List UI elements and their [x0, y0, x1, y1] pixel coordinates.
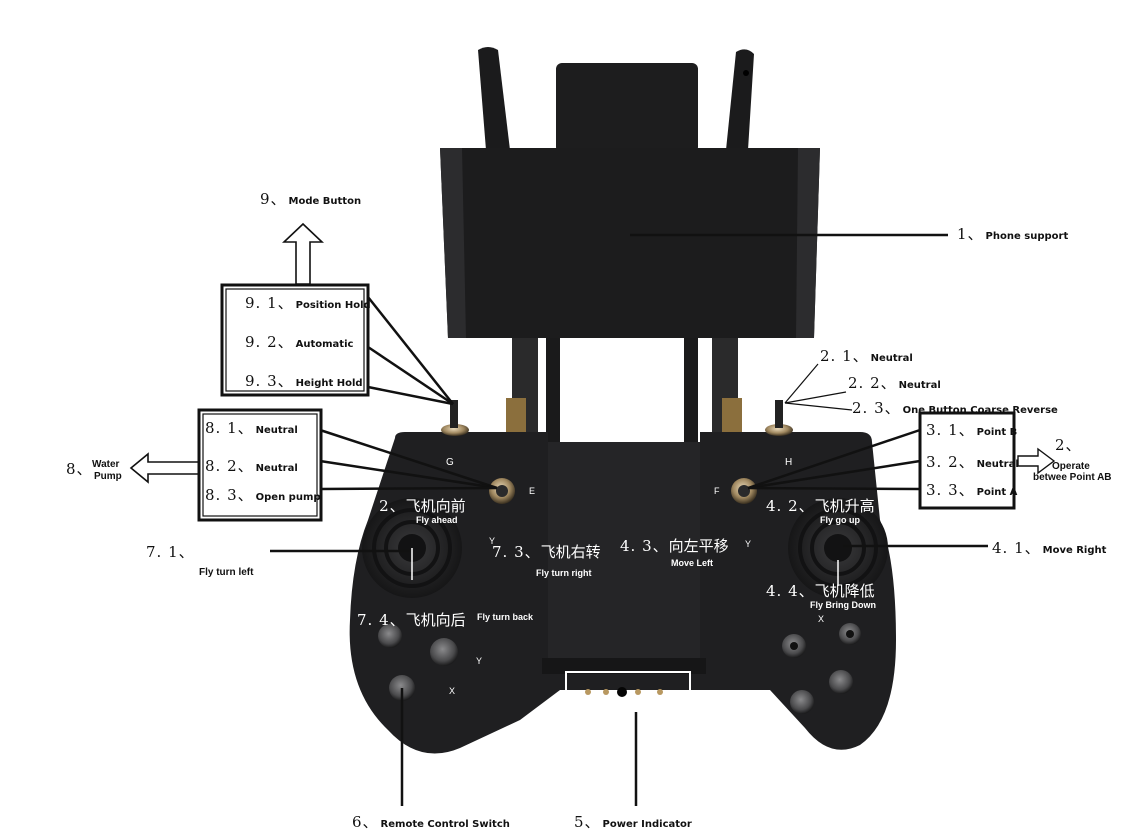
- phone-holder: [440, 148, 820, 338]
- label-open-pump-8-3: 8. 3、Open pump: [205, 486, 321, 504]
- leader-lines: [270, 233, 988, 806]
- dial-e: [489, 478, 515, 504]
- left-antenna: [478, 47, 510, 150]
- label-turn-left-num: 7. 1、: [146, 543, 195, 561]
- mark-e: E: [529, 486, 536, 496]
- label-position-hold: 9. 1、Position Hold: [245, 294, 371, 312]
- label-ab-line1: Operate: [1052, 461, 1090, 472]
- controller-body: [349, 432, 896, 754]
- dial-f: [731, 478, 757, 504]
- leader-lines-thin: [784, 363, 853, 411]
- label-neutral-3-2: 3. 2、Neutral: [926, 453, 1019, 471]
- label-fly-down-en: Fly Bring Down: [810, 600, 876, 610]
- mark-f: F: [714, 486, 720, 496]
- label-water-pump-num: 8、: [66, 460, 93, 478]
- label-neutral-2-2: 2. 2、Neutral: [848, 374, 941, 392]
- label-fly-go-up-en: Fly go up: [820, 515, 860, 525]
- label-fly-ahead-7-2: 7. 2、飞机向前: [357, 497, 466, 515]
- left-top-switch: [441, 400, 469, 436]
- mark-g: G: [446, 457, 454, 468]
- label-coarse-reverse-2-3: 2. 3、One Button Coarse Reverse: [852, 399, 1058, 417]
- label-neutral-8-1: 8. 1、Neutral: [205, 419, 298, 437]
- label-mode-button: 9、Mode Button: [260, 190, 362, 208]
- right-top-switch: [765, 400, 793, 436]
- label-ab-num: 2、: [1055, 436, 1082, 454]
- label-water-pump-line1: Water: [92, 459, 120, 470]
- label-fly-back-7-4: 7. 4、飞机向后: [357, 611, 466, 629]
- arrow-up-icon: [281, 222, 325, 285]
- label-turn-left-en: Fly turn left: [199, 567, 254, 578]
- label-power-indicator: 5、Power Indicator: [574, 813, 692, 831]
- mark-y2: Y: [745, 539, 752, 549]
- label-fly-turn-right-en: Fly turn right: [536, 568, 592, 578]
- label-phone-support: 1、Phone support: [957, 225, 1069, 243]
- label-ab-line2: betwee Point AB: [1033, 472, 1112, 483]
- power-led-row: [585, 687, 663, 697]
- label-move-left-4-3: 4. 3、向左平移: [620, 537, 729, 555]
- mark-x2: X: [818, 614, 825, 624]
- label-fly-ahead-en: Fly ahead: [416, 515, 458, 525]
- mark-h: H: [785, 457, 793, 468]
- label-fly-go-up-4-2: 4. 2、飞机升高: [766, 497, 875, 515]
- label-point-a-3-3: 3. 3、Point A: [926, 481, 1018, 499]
- right-antenna: [726, 49, 754, 150]
- top-clamp: [556, 63, 698, 153]
- arrow-left-icon: [129, 452, 200, 484]
- label-move-left-en: Move Left: [671, 558, 714, 568]
- label-neutral-8-2: 8. 2、Neutral: [205, 457, 298, 475]
- label-fly-down-4-4: 4. 4、飞机降低: [766, 582, 875, 600]
- mark-y1: Y: [489, 536, 496, 546]
- label-remote-control-switch: 6、Remote Control Switch: [352, 813, 510, 831]
- label-height-hold: 9. 3、Height Hold: [245, 372, 363, 390]
- label-point-b-3-1: 3. 1、Point B: [926, 421, 1018, 439]
- label-water-pump-line2: Pump: [94, 471, 122, 482]
- label-move-right-4-1: 4. 1、Move Right: [992, 539, 1107, 557]
- power-indicator-box: [565, 671, 691, 713]
- label-fly-turn-right-7-3: 7. 3、飞机右转: [492, 543, 601, 561]
- support-arms: [506, 338, 742, 448]
- label-automatic: 9. 2、Automatic: [245, 333, 354, 351]
- mark-x1: X: [449, 686, 456, 696]
- label-neutral-2-1: 2. 1、Neutral: [820, 347, 913, 365]
- white-markers: [411, 548, 839, 586]
- callout-boxes: [197, 283, 1016, 522]
- label-fly-back-en: Fly turn back: [477, 612, 534, 622]
- right-joystick: [788, 498, 888, 598]
- mark-y3: Y: [476, 656, 483, 666]
- arrow-right-icon: [1017, 447, 1056, 475]
